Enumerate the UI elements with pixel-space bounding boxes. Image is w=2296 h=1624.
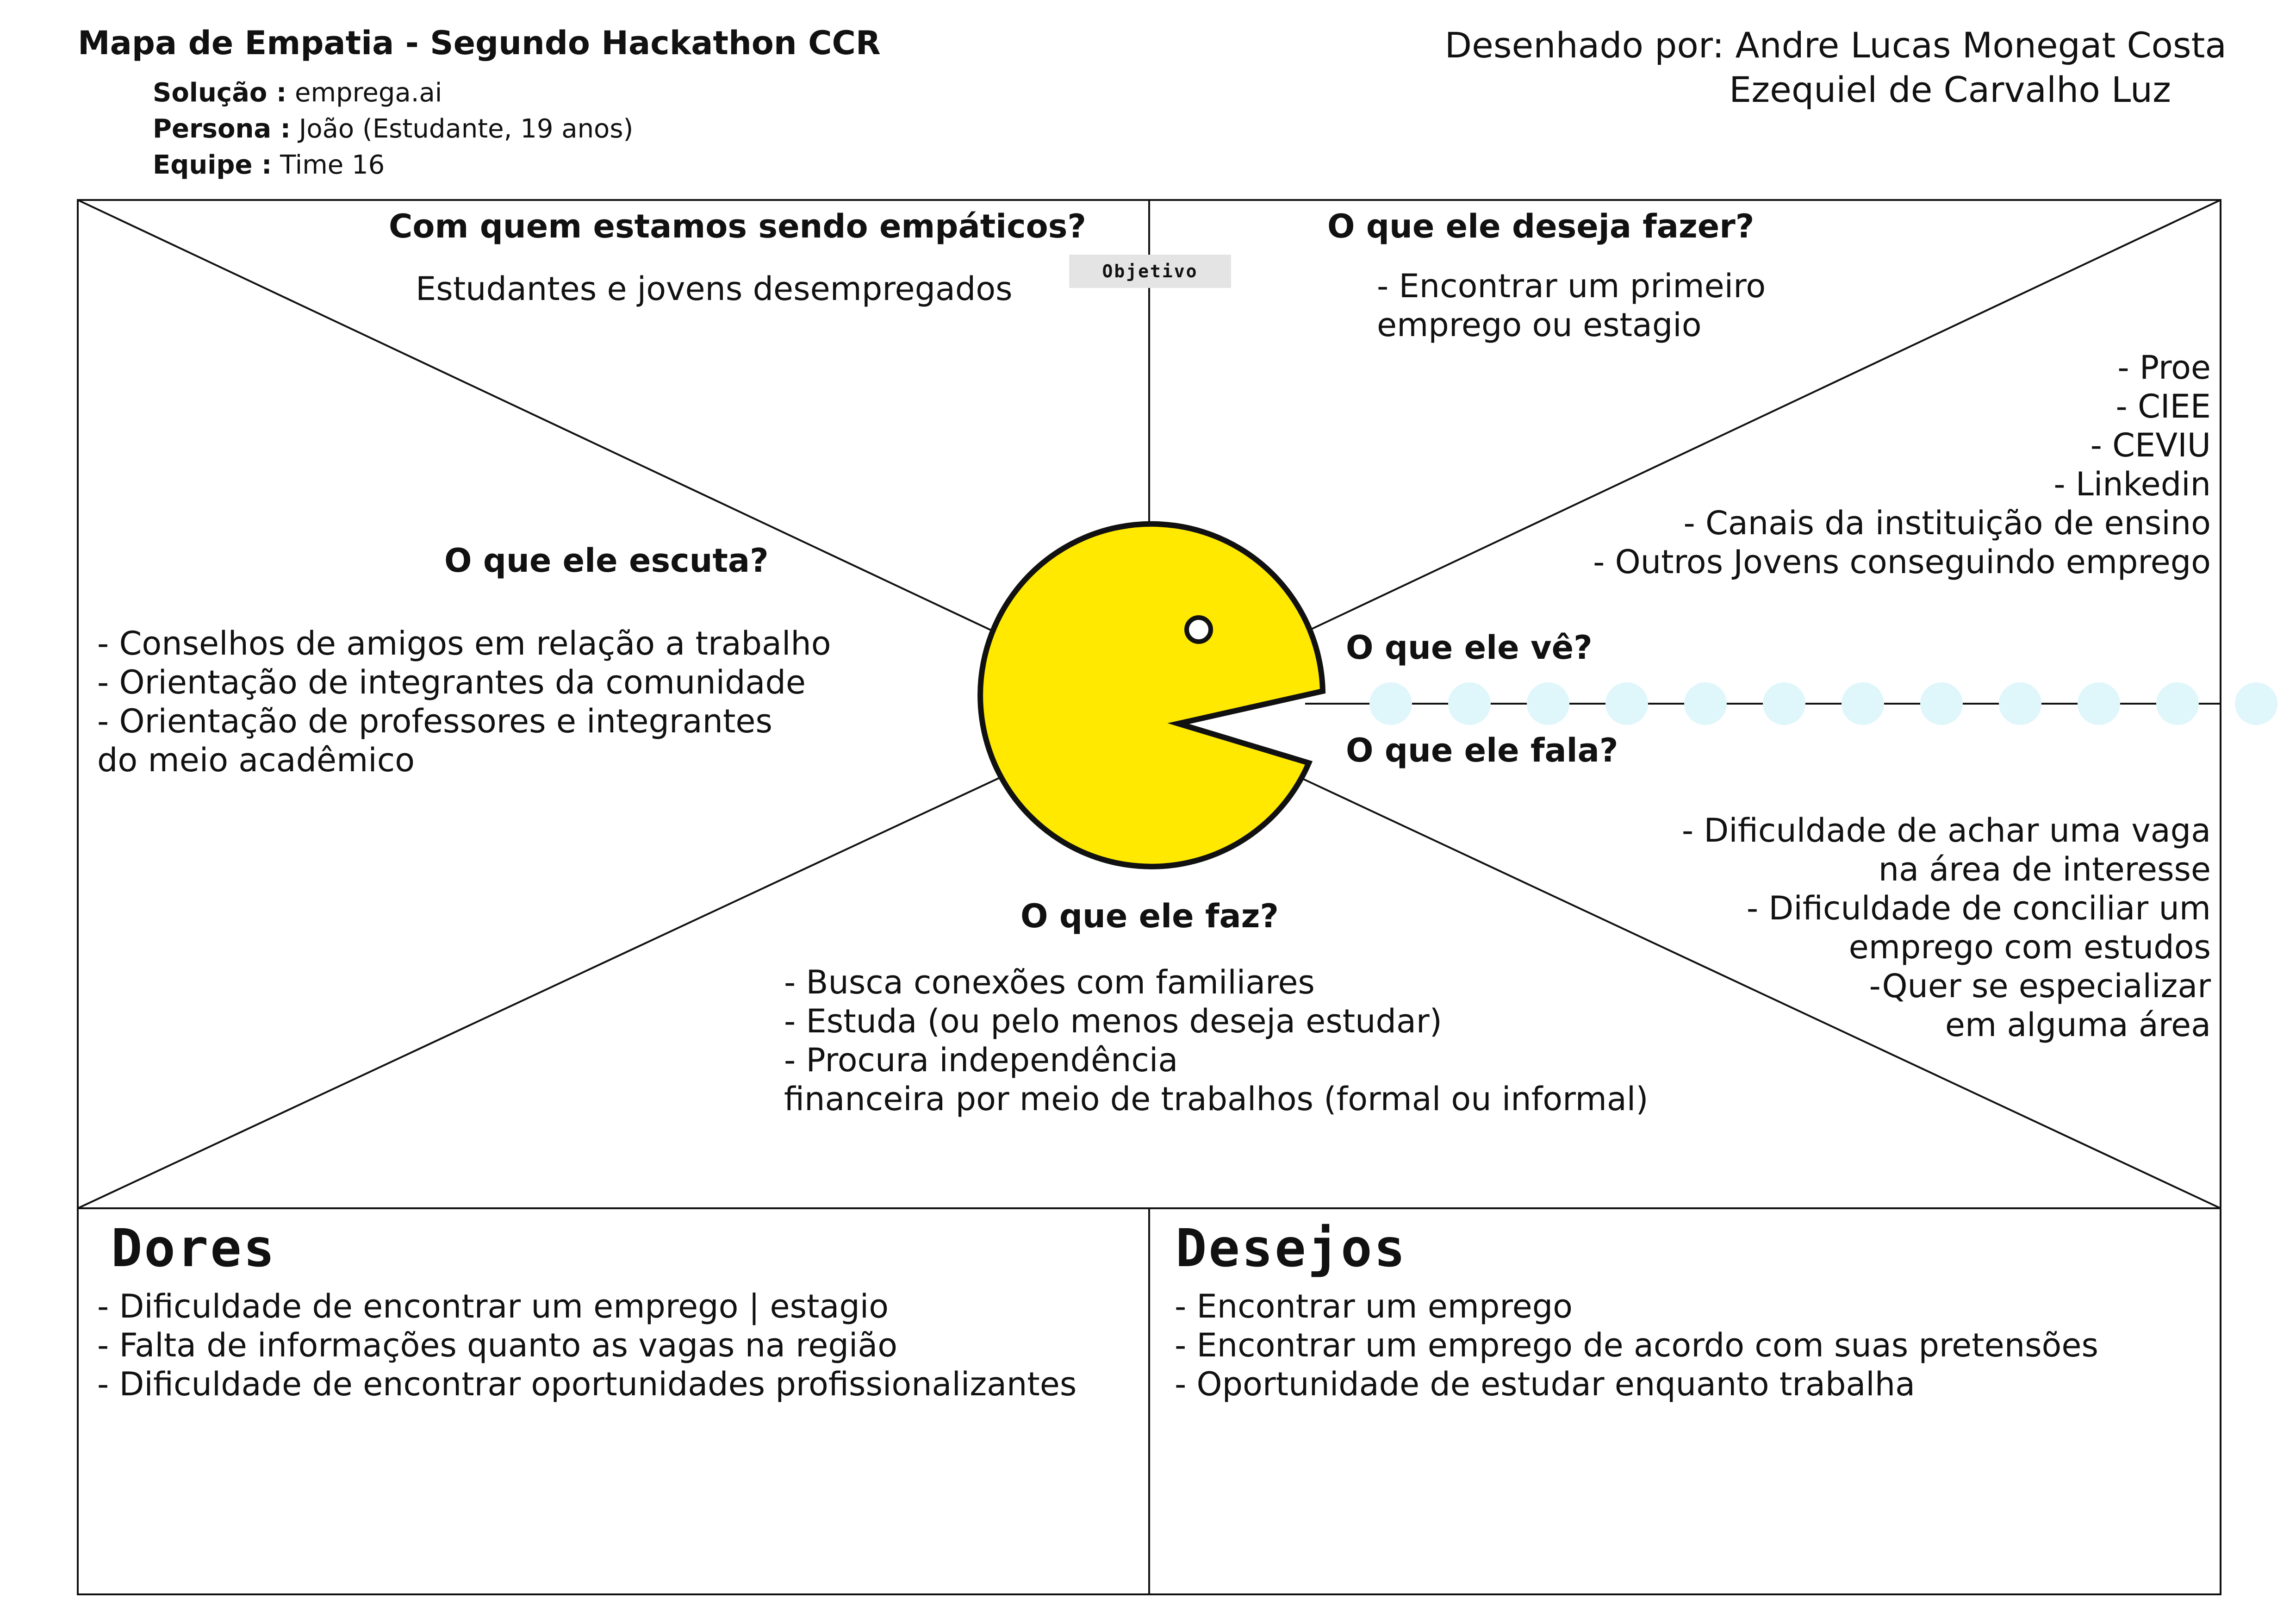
solution-value: emprega.ai bbox=[295, 78, 442, 108]
team-label: Equipe : bbox=[153, 150, 272, 180]
pains-heading: Dores bbox=[111, 1218, 277, 1279]
gains-text: - Encontrar um emprego - Encontrar um em… bbox=[1175, 1287, 2098, 1403]
who-heading: Com quem estamos sendo empáticos? bbox=[389, 207, 1087, 245]
who-text: Estudantes e jovens desempregados bbox=[416, 270, 1013, 308]
trail-dot bbox=[2235, 682, 2277, 725]
gains-heading: Desejos bbox=[1176, 1218, 1407, 1279]
trail-dot bbox=[2156, 682, 2199, 725]
trail-dot bbox=[1527, 682, 1569, 725]
dot-trail bbox=[1369, 682, 2277, 725]
trail-dot bbox=[1684, 682, 1727, 725]
diagonal-top-right bbox=[1300, 199, 2221, 635]
solution-label: Solução : bbox=[153, 78, 287, 108]
persona-label: Persona : bbox=[153, 114, 291, 144]
does-text: - Busca conexões com familiares - Estuda… bbox=[784, 963, 1649, 1118]
trail-dot bbox=[1842, 682, 1884, 725]
sees-text: - Proe - CIEE - CEVIU - Linkedin - Canai… bbox=[1593, 349, 2211, 581]
credits-line-1: Desenhado por: Andre Lucas Monegat Costa bbox=[1444, 25, 2227, 66]
credits: Desenhado por: Andre Lucas Monegat Costa… bbox=[1445, 23, 2227, 112]
trail-dot bbox=[1763, 682, 1805, 725]
solution-line: Solução : emprega.ai bbox=[153, 78, 442, 108]
pains-text: - Dificuldade de encontrar um emprego | … bbox=[97, 1287, 1077, 1403]
diagonal-bottom-left bbox=[77, 777, 1000, 1209]
hears-heading: O que ele escuta? bbox=[444, 542, 769, 580]
says-text: - Dificuldade de achar uma vaga na área … bbox=[1681, 812, 2211, 1044]
says-heading: O que ele fala? bbox=[1346, 731, 1618, 769]
objective-tag: Objetivo bbox=[1069, 255, 1231, 288]
persona-line: Persona : João (Estudante, 19 anos) bbox=[153, 114, 633, 144]
trail-dot bbox=[1605, 682, 1648, 725]
map-title: Mapa de Empatia - Segundo Hackathon CCR bbox=[78, 24, 881, 62]
diagonal-bottom-right bbox=[1300, 777, 2221, 1209]
wants-text: - Encontrar um primeiro emprego ou estag… bbox=[1377, 267, 1766, 344]
credits-line-2: Ezequiel de Carvalho Luz bbox=[1729, 69, 2171, 110]
wants-heading: O que ele deseja fazer? bbox=[1327, 207, 1755, 245]
does-heading: O que ele faz? bbox=[1020, 897, 1279, 935]
trail-dot bbox=[1920, 682, 1963, 725]
pacman-eye-icon bbox=[1184, 615, 1213, 644]
trail-dot bbox=[1369, 682, 1412, 725]
trail-dot bbox=[1999, 682, 2041, 725]
sees-heading: O que ele vê? bbox=[1346, 629, 1593, 667]
hears-text: - Conselhos de amigos em relação a traba… bbox=[97, 625, 831, 779]
diagonal-top-left bbox=[77, 199, 1000, 635]
team-value: Time 16 bbox=[280, 150, 385, 180]
trail-dot bbox=[1448, 682, 1491, 725]
trail-dot bbox=[2078, 682, 2120, 725]
team-line: Equipe : Time 16 bbox=[153, 150, 385, 180]
persona-value: João (Estudante, 19 anos) bbox=[299, 114, 634, 144]
persona-pacman-icon bbox=[977, 521, 1326, 869]
